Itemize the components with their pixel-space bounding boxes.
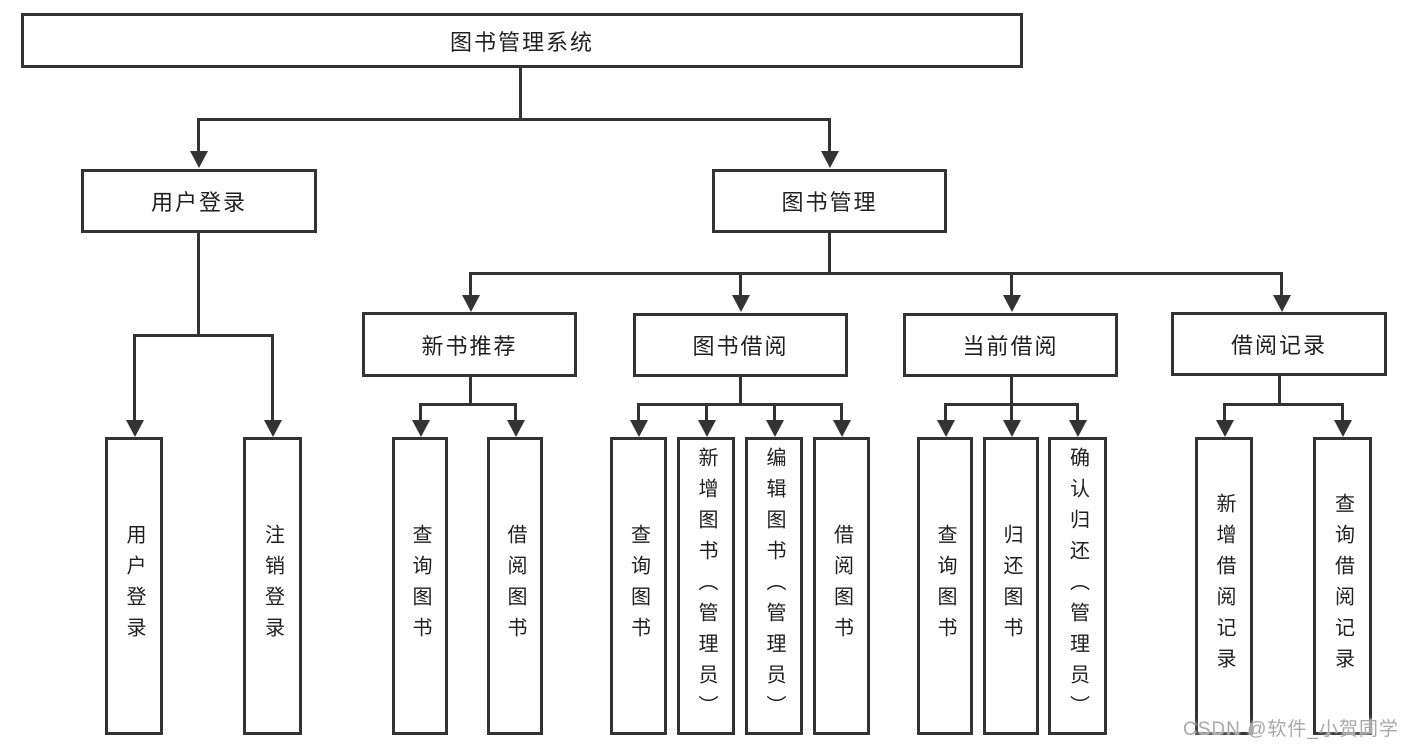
node-newbook-query-leaf-label: 查询图书 bbox=[409, 524, 431, 648]
connector-vline bbox=[197, 233, 200, 336]
node-borrow-edit-leaf-label: 编辑图书（管理员） bbox=[763, 446, 785, 726]
connector-vline bbox=[828, 118, 831, 152]
node-current-return-leaf-label: 归还图书 bbox=[1000, 524, 1022, 648]
node-current-borrow: 当前借阅 bbox=[903, 313, 1118, 377]
node-user-login-leaf: 用户登录 bbox=[105, 437, 163, 735]
arrowhead-icon bbox=[937, 420, 955, 437]
connector-hline bbox=[133, 334, 274, 337]
node-borrow-record: 借阅记录 bbox=[1171, 312, 1387, 376]
connector-hline bbox=[419, 403, 517, 406]
connector-vline bbox=[944, 403, 947, 421]
connector-vline bbox=[1223, 403, 1226, 421]
arrowhead-icon bbox=[732, 295, 750, 312]
node-user-login-label: 用户登录 bbox=[150, 190, 247, 215]
connector-vline bbox=[519, 68, 522, 120]
node-current-borrow-label: 当前借阅 bbox=[962, 334, 1059, 359]
arrowhead-icon bbox=[507, 420, 525, 437]
node-record-query-leaf: 查询借阅记录 bbox=[1313, 437, 1372, 735]
node-new-book-recommend: 新书推荐 bbox=[362, 312, 577, 377]
arrowhead-icon bbox=[833, 420, 851, 437]
connector-hline bbox=[197, 118, 831, 121]
node-borrow-query-leaf-label: 查询图书 bbox=[627, 524, 650, 648]
connector-vline bbox=[1010, 377, 1013, 406]
node-current-confirm-leaf: 确认归还（管理员） bbox=[1048, 437, 1107, 735]
node-newbook-borrow-leaf: 借阅图书 bbox=[487, 437, 543, 735]
arrowhead-icon bbox=[1069, 420, 1087, 437]
arrowhead-icon bbox=[1334, 420, 1352, 437]
node-root-label: 图书管理系统 bbox=[449, 29, 594, 55]
node-book-borrow-label: 图书借阅 bbox=[692, 334, 789, 359]
node-record-query-leaf-label: 查询借阅记录 bbox=[1331, 493, 1354, 679]
node-book-borrow: 图书借阅 bbox=[633, 313, 848, 377]
connector-vline bbox=[828, 233, 831, 275]
connector-vline bbox=[705, 403, 708, 421]
connector-vline bbox=[840, 403, 843, 421]
node-current-confirm-leaf-label: 确认归还（管理员） bbox=[1066, 446, 1089, 726]
connector-vline bbox=[1010, 403, 1013, 421]
node-borrow-query-leaf: 查询图书 bbox=[610, 437, 667, 735]
node-current-query-leaf-label: 查询图书 bbox=[934, 524, 956, 648]
connector-vline bbox=[1076, 403, 1079, 421]
node-current-return-leaf: 归还图书 bbox=[983, 437, 1039, 735]
connector-vline bbox=[133, 334, 136, 421]
arrowhead-icon bbox=[190, 151, 208, 168]
arrowhead-icon bbox=[264, 420, 282, 437]
node-current-query-leaf: 查询图书 bbox=[917, 437, 973, 735]
node-user-login-leaf-label: 用户登录 bbox=[123, 524, 145, 648]
connector-vline bbox=[469, 377, 472, 406]
arrowhead-icon bbox=[630, 420, 648, 437]
node-user-login: 用户登录 bbox=[81, 169, 317, 233]
connector-vline bbox=[514, 403, 517, 421]
connector-vline bbox=[469, 272, 472, 298]
connector-vline bbox=[739, 377, 742, 406]
node-book-management-label: 图书管理 bbox=[781, 190, 878, 215]
connector-hline bbox=[637, 403, 843, 406]
connector-vline bbox=[271, 334, 274, 421]
arrowhead-icon bbox=[766, 420, 784, 437]
arrowhead-icon bbox=[1003, 420, 1021, 437]
node-record-add-leaf: 新增借阅记录 bbox=[1195, 437, 1253, 735]
node-borrow-borrow-leaf-label: 借阅图书 bbox=[830, 524, 853, 648]
connector-vline bbox=[739, 272, 742, 298]
connector-hline bbox=[469, 272, 1283, 275]
connector-vline bbox=[1280, 272, 1283, 298]
connector-vline bbox=[773, 403, 776, 421]
connector-vline bbox=[419, 403, 422, 421]
node-logout-leaf: 注销登录 bbox=[243, 437, 302, 735]
arrowhead-icon bbox=[126, 420, 144, 437]
connector-vline bbox=[637, 403, 640, 421]
node-book-management: 图书管理 bbox=[712, 169, 947, 233]
node-new-book-recommend-label: 新书推荐 bbox=[421, 333, 518, 359]
connector-vline bbox=[1278, 376, 1281, 406]
node-borrow-add-leaf: 新增图书（管理员） bbox=[677, 437, 735, 735]
node-newbook-query-leaf: 查询图书 bbox=[392, 437, 448, 735]
arrowhead-icon bbox=[698, 420, 716, 437]
arrowhead-icon bbox=[462, 295, 480, 312]
node-borrow-edit-leaf: 编辑图书（管理员） bbox=[745, 437, 803, 735]
node-borrow-borrow-leaf: 借阅图书 bbox=[813, 437, 870, 735]
node-borrow-add-leaf-label: 新增图书（管理员） bbox=[695, 446, 717, 726]
connector-vline bbox=[197, 118, 200, 152]
csdn-watermark: CSDN @软件_小贺同学 bbox=[1183, 719, 1399, 740]
connector-vline bbox=[1341, 403, 1344, 421]
arrowhead-icon bbox=[412, 420, 430, 437]
node-root: 图书管理系统 bbox=[21, 13, 1023, 68]
node-logout-leaf-label: 注销登录 bbox=[261, 524, 284, 648]
arrowhead-icon bbox=[1003, 295, 1021, 312]
node-record-add-leaf-label: 新增借阅记录 bbox=[1213, 493, 1235, 679]
arrowhead-icon bbox=[1273, 295, 1291, 312]
connector-hline bbox=[1223, 403, 1344, 406]
node-borrow-record-label: 借阅记录 bbox=[1230, 333, 1327, 358]
arrowhead-icon bbox=[821, 151, 839, 168]
node-newbook-borrow-leaf-label: 借阅图书 bbox=[504, 524, 526, 648]
arrowhead-icon bbox=[1216, 420, 1234, 437]
connector-vline bbox=[1010, 272, 1013, 298]
